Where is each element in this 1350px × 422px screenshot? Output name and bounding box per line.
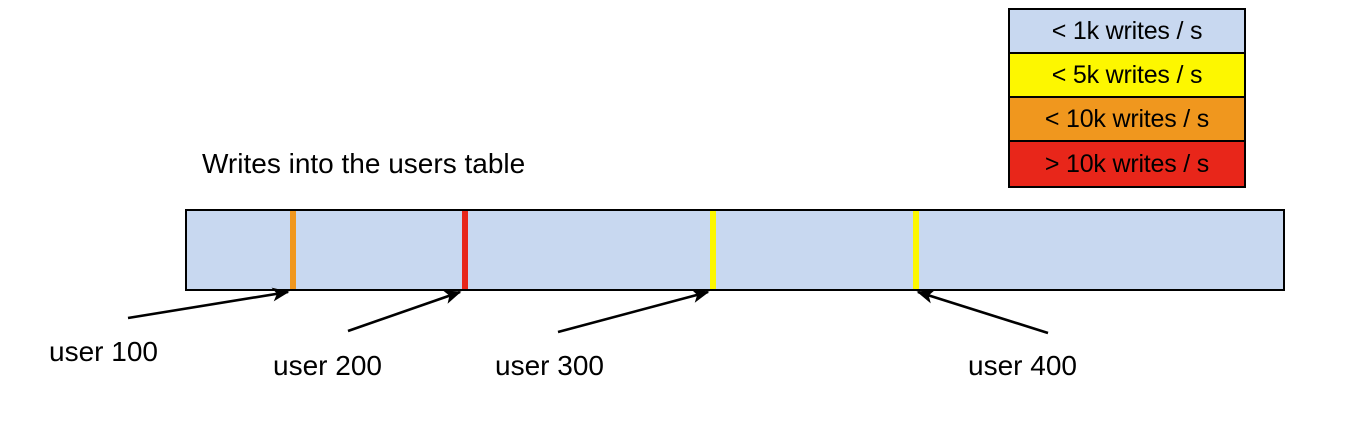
arrow-user-100: [127, 287, 290, 320]
legend-label-under-5k: < 5k writes / s: [1051, 60, 1203, 89]
legend-row-under-1k: < 1k writes / s: [1010, 10, 1244, 54]
chart-title: Writes into the users table: [202, 148, 526, 179]
bar-stripe-user-200: [462, 211, 468, 289]
boundary-label-user-400: user 400: [968, 350, 1077, 381]
bar-stripe-user-100: [290, 211, 296, 289]
boundary-label-user-100: user 100: [49, 336, 158, 367]
legend-label-under-10k: < 10k writes / s: [1044, 104, 1210, 133]
legend-row-under-10k: < 10k writes / s: [1010, 98, 1244, 142]
writes-range-bar: [185, 209, 1285, 291]
legend-row-under-5k: < 5k writes / s: [1010, 54, 1244, 98]
legend-label-under-1k: < 1k writes / s: [1051, 16, 1203, 45]
bar-stripe-user-400: [913, 211, 919, 289]
bar-stripe-user-300: [710, 211, 716, 289]
boundary-label-user-200: user 200: [273, 350, 382, 381]
legend-row-over-10k: > 10k writes / s: [1010, 142, 1244, 186]
legend-label-over-10k: > 10k writes / s: [1044, 149, 1210, 178]
legend: < 1k writes / s < 5k writes / s < 10k wr…: [1008, 8, 1246, 188]
boundary-label-user-300: user 300: [495, 350, 604, 381]
arrow-user-400: [916, 289, 1049, 335]
arrow-user-300: [557, 289, 710, 334]
arrow-user-200: [347, 290, 462, 333]
